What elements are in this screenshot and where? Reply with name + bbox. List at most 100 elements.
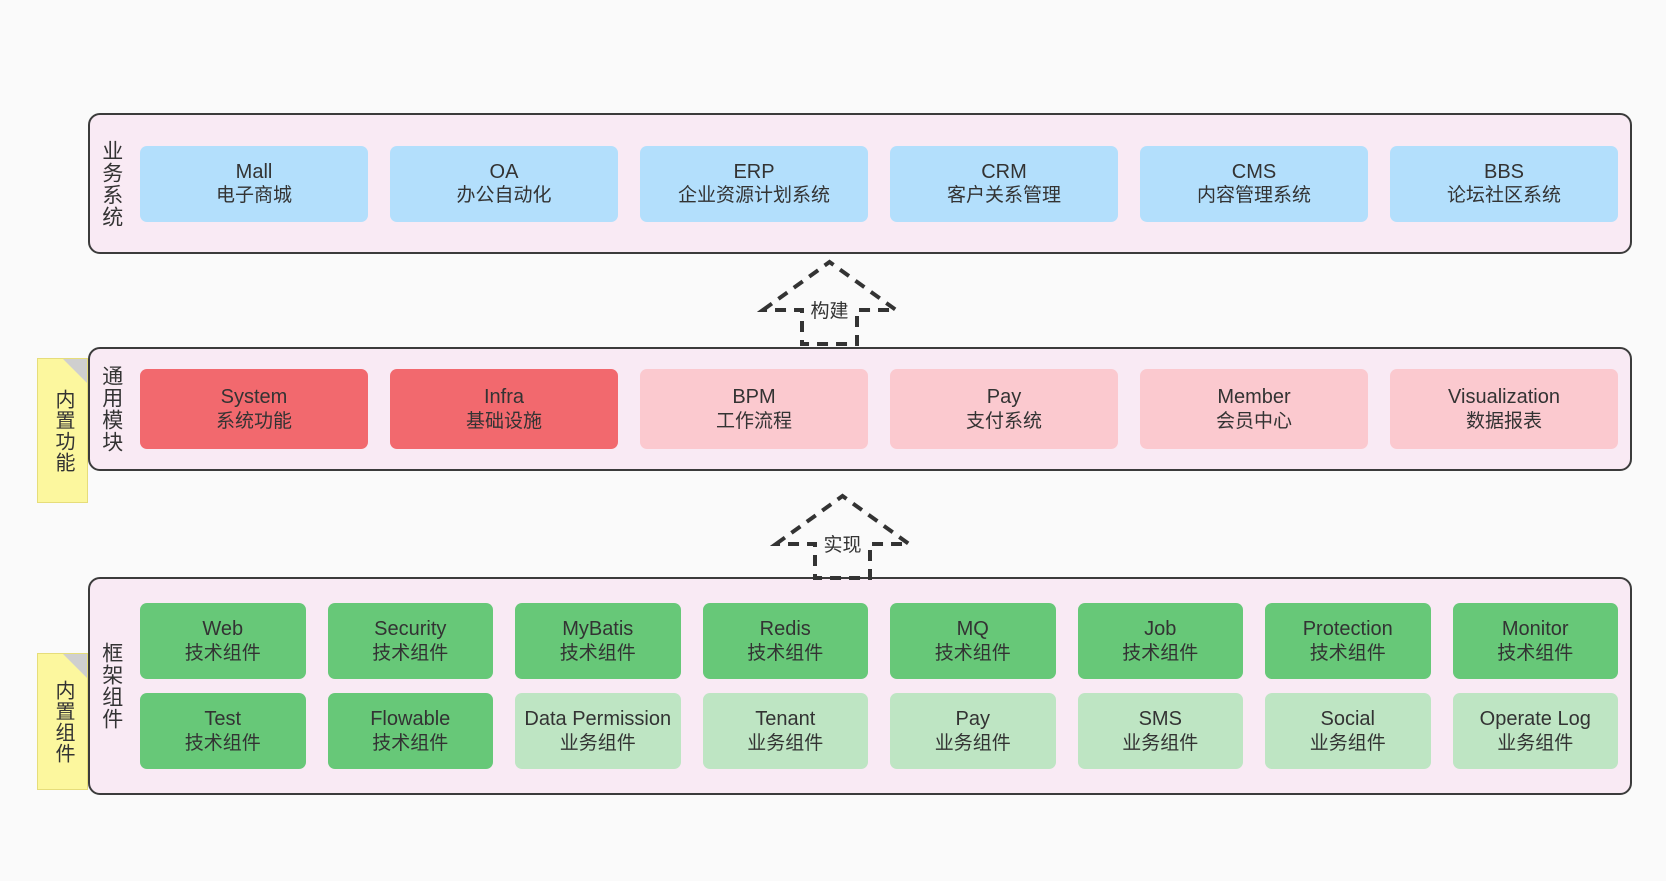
card-title-cn: 系统功能	[215, 410, 292, 432]
layer-business-system-title: 业务系统	[99, 139, 123, 228]
card-title-cn: 技术组件	[372, 732, 449, 754]
note-builtin-component-label: 内置组件	[52, 679, 74, 764]
card-title-cn: 工作流程	[715, 410, 792, 432]
layer-common-module-title: 通用模块	[99, 365, 123, 453]
note-builtin-function-label: 内置功能	[52, 388, 74, 473]
card-title-cn: 技术组件	[184, 732, 261, 754]
card-title-en: Operate Log	[1479, 708, 1591, 731]
card-title-en: Infra	[483, 386, 525, 409]
connector-build: 构建	[756, 258, 903, 348]
card-title-en: Test	[204, 708, 242, 731]
card-title-en: Pay	[986, 386, 1022, 409]
card-title-cn: 基础设施	[465, 410, 542, 432]
card-title-en: System	[220, 386, 288, 409]
card-title-en: OA	[489, 160, 519, 183]
card-title-en: Flowable	[370, 708, 451, 731]
card-title-cn: 业务组件	[747, 732, 824, 754]
connector-build-shape	[756, 259, 903, 346]
card-title-cn: 技术组件	[1122, 642, 1199, 664]
card-title-en: Pay	[955, 708, 990, 731]
card-title-cn: 技术组件	[747, 642, 824, 664]
card-title-cn: 业务组件	[559, 732, 636, 754]
card-title-en: Protection	[1302, 618, 1393, 641]
card-title-en: SMS	[1138, 708, 1182, 731]
card-title-cn: 论坛社区系统	[1446, 185, 1561, 207]
connector-implement-label: 实现	[821, 530, 864, 557]
card-title-cn: 业务组件	[1497, 732, 1574, 754]
card-title-en: Data Permission	[524, 708, 672, 731]
card-title-en: Web	[202, 618, 244, 641]
card-title-en: Monitor	[1501, 618, 1569, 641]
card-title-cn: 会员中心	[1215, 410, 1292, 432]
card-title-cn: 技术组件	[1309, 642, 1386, 664]
card-title-cn: 内容管理系统	[1196, 185, 1311, 207]
note-fold-corner-icon	[63, 654, 87, 678]
card-title-cn: 技术组件	[559, 642, 636, 664]
note-fold-corner-icon	[63, 359, 87, 383]
card-title-cn: 技术组件	[934, 642, 1011, 664]
card-title-cn: 技术组件	[184, 642, 261, 664]
card-title-cn: 支付系统	[965, 410, 1042, 432]
card-title-cn: 业务组件	[934, 732, 1011, 754]
card-title-en: ERP	[733, 160, 775, 183]
card-title-en: Security	[374, 618, 447, 641]
card-title-en: Mall	[235, 160, 273, 183]
card-title-cn: 企业资源计划系统	[677, 185, 830, 207]
card-title-en: MQ	[956, 618, 989, 641]
note-builtin-function: 内置功能	[37, 358, 88, 503]
card-title-cn: 办公自动化	[456, 185, 552, 207]
card-title-en: Social	[1320, 708, 1375, 731]
connector-implement-shape	[769, 493, 916, 580]
layer-framework-component-title: 框架组件	[99, 642, 123, 730]
card-title-en: Visualization	[1448, 386, 1560, 409]
card-title-en: BBS	[1483, 160, 1525, 183]
card-title-en: BPM	[732, 386, 776, 409]
card-title-cn: 客户关系管理	[946, 185, 1061, 207]
connector-implement: 实现	[769, 492, 916, 582]
card-title-en: Member	[1217, 386, 1291, 409]
card-title-cn: 技术组件	[1497, 642, 1574, 664]
card-title-cn: 业务组件	[1309, 732, 1386, 754]
card-title-en: CRM	[981, 160, 1027, 183]
note-builtin-component: 内置组件	[37, 653, 88, 790]
connector-build-label: 构建	[808, 296, 851, 323]
